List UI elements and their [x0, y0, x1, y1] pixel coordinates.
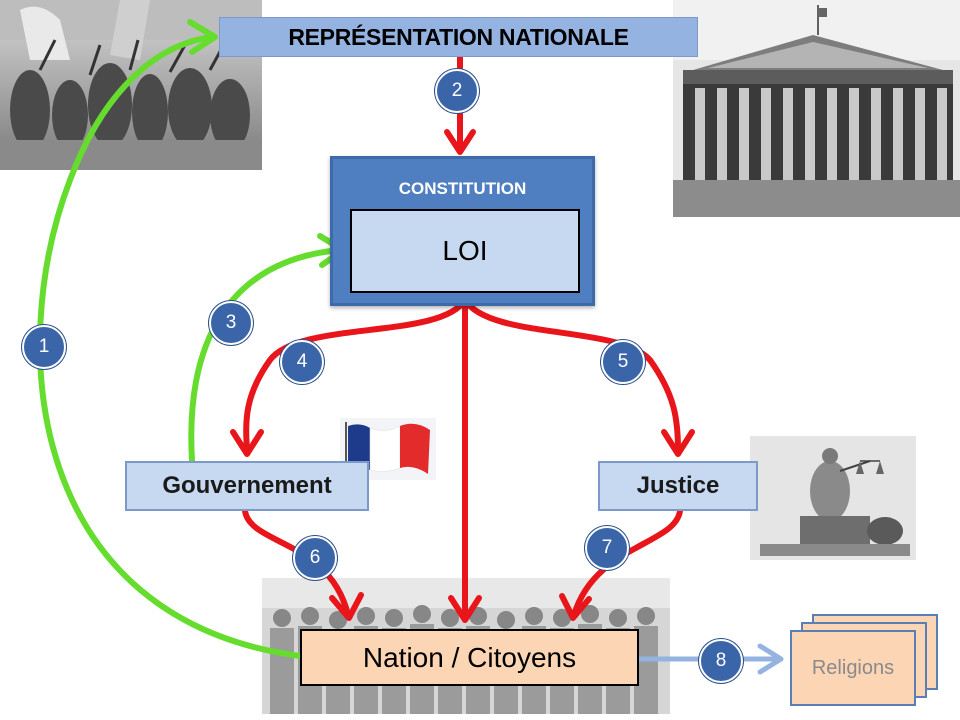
- step-7-badge: 7: [585, 526, 629, 570]
- step-2-badge: 2: [435, 69, 479, 113]
- loi-box: LOI: [350, 209, 580, 293]
- arrow-1-green: [36, 34, 303, 659]
- nation-citoyens-box: Nation / Citoyens: [300, 629, 639, 686]
- justice-statue-image: [750, 436, 916, 560]
- arrow-7-red: [571, 508, 683, 618]
- step-8-badge: 8: [699, 639, 743, 683]
- arrow-4-red: [243, 297, 468, 453]
- step-6-badge: 6: [293, 536, 337, 580]
- constitution-label: CONSTITUTION: [398, 179, 527, 198]
- step-4-badge: 4: [280, 340, 324, 384]
- gouvernement-box: Gouvernement: [125, 461, 369, 511]
- step-3-badge: 3: [209, 301, 253, 345]
- assembly-building-image: [673, 0, 960, 217]
- religions-document-front: [790, 630, 916, 706]
- justice-box: Justice: [598, 461, 758, 511]
- step-5-badge: 5: [601, 340, 645, 384]
- representation-nationale-box: REPRÉSENTATION NATIONALE: [219, 17, 698, 57]
- religions-label: Religions: [811, 656, 895, 679]
- arrow-6-red: [242, 508, 351, 618]
- oath-engraving-image: [0, 0, 262, 170]
- arrow-5-red: [462, 297, 681, 453]
- step-1-badge: 1: [22, 325, 66, 369]
